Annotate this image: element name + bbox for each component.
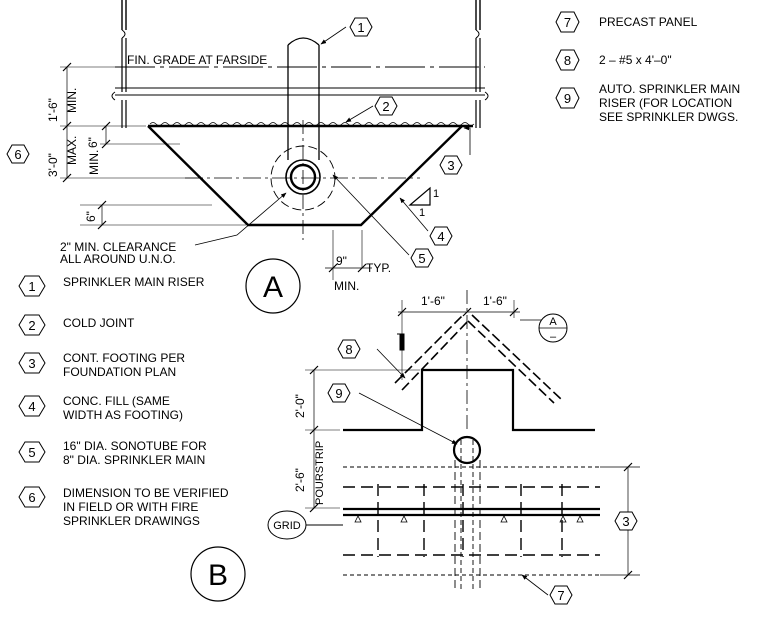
svg-text:7: 7 (557, 588, 564, 603)
section-mark-a: A – (538, 313, 568, 343)
svg-text:SPRINKLER DRAWINGS: SPRINKLER DRAWINGS (63, 514, 200, 528)
svg-text:1: 1 (357, 20, 364, 35)
keynote-4: 4 CONC. FILL (SAME WIDTH AS FOOTING) (18, 394, 183, 422)
dim-3-0-max-word: MAX. (65, 136, 79, 165)
slope-run: 1 (419, 207, 425, 219)
svg-text:WIDTH AS FOOTING): WIDTH AS FOOTING) (63, 408, 183, 422)
svg-text:3: 3 (622, 514, 629, 529)
dim-2-6: 2'-6" (293, 468, 307, 492)
svg-text:FOUNDATION PLAN: FOUNDATION PLAN (63, 365, 176, 379)
svg-text:AUTO. SPRINKLER MAIN: AUTO. SPRINKLER MAIN (599, 82, 740, 96)
dim-1-6-min-word: MIN. (65, 88, 79, 113)
pourstrip-label: POURSTRIP (314, 441, 326, 505)
dim-1-6-left: 1'-6" (421, 294, 445, 308)
detail-a-drawing (60, 0, 489, 280)
tag-b-3: 3 (614, 511, 638, 531)
svg-text:A: A (263, 271, 283, 304)
tag-a-4: 4 (429, 226, 453, 246)
svg-text:8: 8 (564, 53, 571, 68)
svg-text:IN FIELD OR WITH FIRE: IN FIELD OR WITH FIRE (63, 500, 198, 514)
fin-grade-note: FIN. GRADE AT FARSIDE (127, 53, 267, 67)
svg-text:5: 5 (418, 251, 425, 266)
tag-a-6: 6 (6, 144, 30, 164)
svg-text:3: 3 (447, 158, 454, 173)
svg-text:6: 6 (28, 490, 35, 505)
svg-text:DIMENSION TO BE VERIFIED: DIMENSION TO BE VERIFIED (63, 486, 229, 500)
tag-a-5: 5 (410, 248, 434, 268)
svg-text:8: 8 (345, 342, 352, 357)
detail-b-label: B (190, 546, 246, 602)
svg-text:2 – #5 x 4'–0": 2 – #5 x 4'–0" (599, 53, 672, 67)
svg-text:CONT. FOOTING PER: CONT. FOOTING PER (63, 351, 185, 365)
svg-text:SPRINKLER MAIN RISER: SPRINKLER MAIN RISER (63, 275, 205, 289)
tag-b-9: 9 (327, 383, 351, 403)
dim-6-min: 6" (86, 137, 100, 148)
svg-text:GRID: GRID (273, 520, 301, 532)
svg-text:–: – (550, 331, 557, 343)
svg-text:9: 9 (335, 386, 342, 401)
detail-a-label: A (245, 258, 301, 314)
svg-text:CONC. FILL (SAME: CONC. FILL (SAME (63, 394, 170, 408)
clearance-note-1: 2" MIN. CLEARANCE (60, 240, 176, 254)
svg-text:SEE SPRINKLER DWGS.: SEE SPRINKLER DWGS. (599, 110, 738, 124)
keynote-3: 3 CONT. FOOTING PER FOUNDATION PLAN (18, 351, 185, 379)
dim-6-min-word: MIN. (87, 150, 101, 175)
svg-text:PRECAST PANEL: PRECAST PANEL (599, 15, 698, 29)
tag-a-2: 2 (374, 96, 398, 116)
keynote-6: 6 DIMENSION TO BE VERIFIED IN FIELD OR W… (18, 486, 229, 528)
svg-text:6: 6 (14, 147, 21, 162)
dim-typ: TYP. (366, 261, 391, 275)
svg-text:2: 2 (382, 99, 389, 114)
svg-text:4: 4 (437, 229, 444, 244)
svg-text:A: A (549, 316, 557, 328)
svg-text:3: 3 (28, 356, 35, 371)
svg-text:2: 2 (28, 318, 35, 333)
slope-rise: 1 (433, 188, 439, 200)
tag-a-3: 3 (439, 155, 463, 175)
svg-text:8" DIA. SPRINKLER MAIN: 8" DIA. SPRINKLER MAIN (63, 453, 205, 467)
grid-bubble: GRID (267, 510, 307, 540)
dim-9-min: MIN. (334, 279, 359, 293)
svg-text:7: 7 (564, 15, 571, 30)
tag-b-7: 7 (549, 585, 573, 605)
dim-3-0-max: 3'-0" (46, 153, 60, 177)
keynote-2: 2 COLD JOINT (18, 314, 135, 336)
svg-text:RISER (FOR LOCATION: RISER (FOR LOCATION (599, 96, 732, 110)
detail-b-drawing (300, 290, 640, 596)
svg-text:COLD JOINT: COLD JOINT (63, 316, 135, 330)
tag-b-8: 8 (337, 339, 361, 359)
clearance-note-2: ALL AROUND U.N.O. (60, 252, 176, 266)
dim-6: 6" (84, 211, 98, 222)
svg-text:1: 1 (28, 279, 35, 294)
keynote-5: 5 16" DIA. SONOTUBE FOR 8" DIA. SPRINKLE… (18, 439, 207, 467)
keynote-7: 7 PRECAST PANEL (555, 11, 698, 33)
dim-9: 9" (336, 254, 347, 268)
keynote-9: 9 AUTO. SPRINKLER MAIN RISER (FOR LOCATI… (555, 82, 740, 124)
dim-1-6-min: 1'-6" (46, 98, 60, 122)
svg-text:9: 9 (564, 91, 571, 106)
svg-text:4: 4 (28, 399, 35, 414)
svg-text:B: B (208, 559, 228, 592)
dim-2-0: 2'-0" (293, 394, 307, 418)
tag-a-1: 1 (349, 17, 373, 37)
svg-text:16" DIA. SONOTUBE FOR: 16" DIA. SONOTUBE FOR (63, 439, 207, 453)
svg-text:5: 5 (28, 445, 35, 460)
keynote-1: 1 SPRINKLER MAIN RISER (18, 275, 205, 297)
dim-1-6-right: 1'-6" (483, 294, 507, 308)
keynote-8: 8 2 – #5 x 4'–0" (555, 49, 672, 71)
